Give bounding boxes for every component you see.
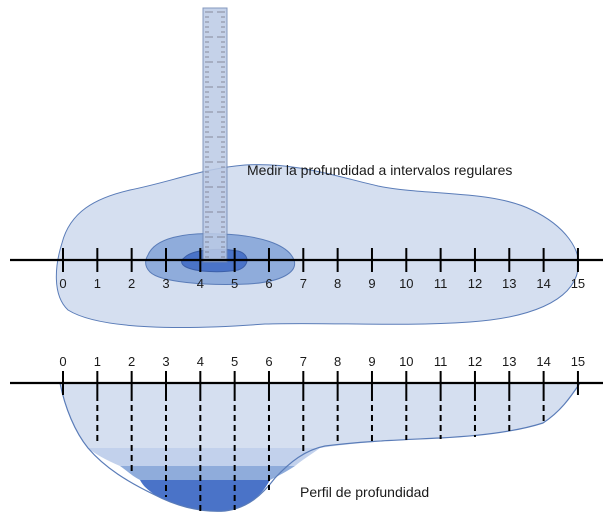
profile-deep-band <box>140 480 270 512</box>
top-tick-label: 2 <box>128 276 135 291</box>
bottom-caption: Perfil de profundidad <box>300 484 429 500</box>
water-body-outline <box>55 164 580 328</box>
top-tick-label: 10 <box>399 276 413 291</box>
top-tick-label: 13 <box>502 276 516 291</box>
bottom-tick-label: 7 <box>300 354 307 369</box>
top-caption: Medir la profundidad a intervalos regula… <box>247 162 512 178</box>
bottom-tick-label: 5 <box>231 354 238 369</box>
depth-measurement-lines <box>96 395 545 511</box>
bottom-tick-label: 8 <box>334 354 341 369</box>
top-tick-label: 0 <box>59 276 66 291</box>
measuring-rod-icon <box>202 7 228 263</box>
bottom-tick-label: 10 <box>399 354 413 369</box>
bottom-tick-label: 13 <box>502 354 516 369</box>
bottom-tick-label: 11 <box>434 354 448 369</box>
bottom-tick-label: 3 <box>162 354 169 369</box>
top-tick-label: 14 <box>536 276 550 291</box>
top-tick-label: 15 <box>571 276 585 291</box>
bottom-tick-label: 0 <box>59 354 66 369</box>
bottom-tick-label: 2 <box>128 354 135 369</box>
bottom-tick-label: 14 <box>536 354 550 369</box>
top-tick-label: 5 <box>231 276 238 291</box>
profile-shallow-band <box>60 383 580 448</box>
profile-medium-deep-band <box>120 466 295 480</box>
top-tick-label: 1 <box>94 276 101 291</box>
bottom-tick-label: 15 <box>571 354 585 369</box>
profile-medium-band <box>88 448 320 466</box>
bottom-tick-label: 9 <box>368 354 375 369</box>
top-tick-label: 7 <box>300 276 307 291</box>
top-tick-label: 3 <box>162 276 169 291</box>
bottom-tick-label: 4 <box>197 354 204 369</box>
top-tick-label: 12 <box>468 276 482 291</box>
bottom-tick-label: 12 <box>468 354 482 369</box>
top-tick-label: 11 <box>434 276 448 291</box>
top-tick-label: 8 <box>334 276 341 291</box>
top-tick-label: 4 <box>197 276 204 291</box>
top-tick-label: 9 <box>368 276 375 291</box>
bottom-tick-label: 1 <box>94 354 101 369</box>
top-tick-label: 6 <box>265 276 272 291</box>
bottom-tick-label: 6 <box>265 354 272 369</box>
